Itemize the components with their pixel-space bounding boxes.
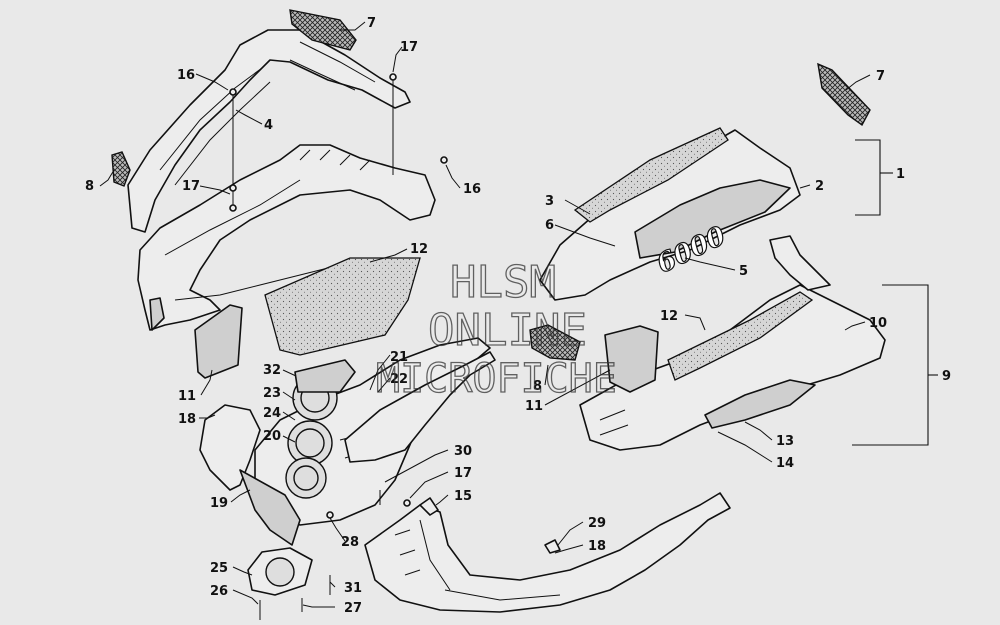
callout-9: 9 <box>942 369 951 384</box>
callout-13: 13 <box>776 434 794 449</box>
callout-27: 27 <box>344 601 362 616</box>
callout-18: 18 <box>178 412 196 427</box>
callout-19: 19 <box>210 496 228 511</box>
bracket-11-right <box>604 325 659 393</box>
lower-front-pan <box>364 492 731 613</box>
right-side-panel <box>579 235 886 451</box>
assembly-bracket-9 <box>852 284 938 446</box>
callout-8: 8 <box>85 179 94 194</box>
fastener-16-17-left <box>229 73 448 212</box>
vent-ring-25 <box>247 547 313 596</box>
callout-22: 22 <box>390 372 408 387</box>
callout-26: 26 <box>210 584 228 599</box>
callout-2: 2 <box>815 179 824 194</box>
callout-16: 16 <box>463 182 481 197</box>
callout-1: 1 <box>896 167 905 182</box>
callout-7: 7 <box>367 16 376 31</box>
callout-11: 11 <box>525 399 543 414</box>
callout-14: 14 <box>776 456 794 471</box>
watermark: HLSM ONLINE MICROFICHE <box>375 256 617 402</box>
callout-18: 18 <box>588 539 606 554</box>
callout-8: 8 <box>533 379 542 394</box>
callout-10: 10 <box>869 316 887 331</box>
watermark-line-1: HLSM <box>450 257 556 308</box>
callout-32: 32 <box>263 363 281 378</box>
callout-30: 30 <box>454 444 472 459</box>
callout-5: 5 <box>739 264 748 279</box>
callout-20: 20 <box>263 429 281 444</box>
fasteners-15-17-29 <box>403 497 561 554</box>
right-hood-upper: 6000 <box>539 127 801 301</box>
callout-7: 7 <box>876 69 885 84</box>
watermark-line-3: MICROFICHE <box>376 356 617 402</box>
left-hood-top-panel <box>127 29 411 233</box>
panel-12-left <box>264 257 421 356</box>
callout-23: 23 <box>263 386 281 401</box>
bracket-11-left <box>194 304 243 379</box>
small-fasteners-lower-left <box>259 490 381 620</box>
grille-7-right <box>817 62 871 127</box>
callout-28: 28 <box>341 535 359 550</box>
callout-17: 17 <box>400 40 418 55</box>
callout-24: 24 <box>263 406 281 421</box>
callout-3: 3 <box>545 194 554 209</box>
callout-6: 6 <box>545 218 554 233</box>
callout-16: 16 <box>177 68 195 83</box>
callout-29: 29 <box>588 516 606 531</box>
callout-17: 17 <box>182 179 200 194</box>
callout-31: 31 <box>344 581 362 596</box>
callout-4: 4 <box>264 118 273 133</box>
callout-21: 21 <box>390 350 408 365</box>
callout-15: 15 <box>454 489 472 504</box>
leader-lines <box>99 21 871 608</box>
callout-11: 11 <box>178 389 196 404</box>
callout-17: 17 <box>454 466 472 481</box>
grille-7-left <box>289 9 357 51</box>
callout-12: 12 <box>660 309 678 324</box>
callout-12: 12 <box>410 242 428 257</box>
grille-8-right <box>529 324 581 361</box>
callout-numbers: 7 17 16 4 8 17 16 12 11 32 23 24 20 18 1… <box>85 16 951 616</box>
callout-25: 25 <box>210 561 228 576</box>
side-bracket-18-left <box>199 404 301 546</box>
left-hood-frame <box>137 144 436 331</box>
side-panel-21-22 <box>344 351 496 463</box>
grille-8-left <box>111 151 131 187</box>
vent-32 <box>294 359 356 393</box>
watermark-line-2: ONLINE <box>428 305 587 356</box>
assembly-bracket-1 <box>855 139 893 216</box>
